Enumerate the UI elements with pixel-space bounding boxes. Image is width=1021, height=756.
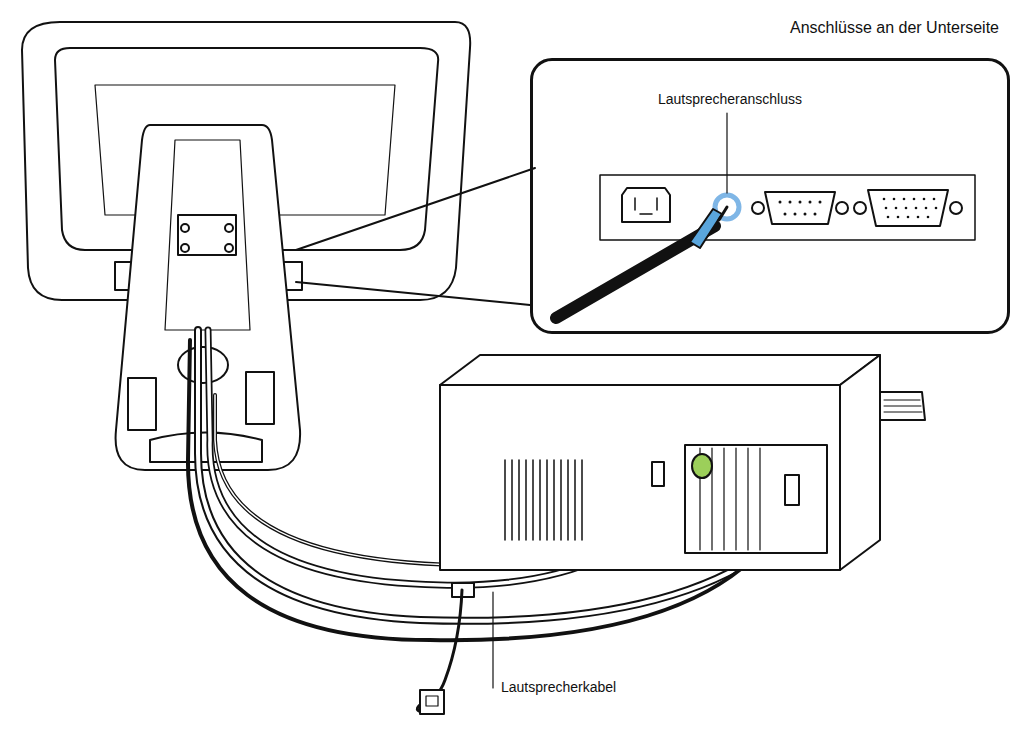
leader-line	[726, 113, 727, 193]
leader-line	[492, 592, 493, 688]
vga-port	[868, 190, 948, 226]
zoom-line	[296, 168, 535, 250]
inset-plug	[690, 209, 722, 248]
pc-top	[440, 355, 880, 385]
pc-side	[840, 355, 880, 570]
screw	[225, 244, 233, 252]
part-label: Lautsprecherkabel	[501, 679, 616, 695]
stand-neck	[165, 140, 250, 330]
screw	[836, 202, 848, 214]
screw	[181, 244, 189, 252]
inset-plug-tip	[719, 207, 727, 220]
screw	[752, 202, 764, 214]
stand-base	[150, 433, 262, 463]
cable-clip	[178, 347, 228, 383]
stand-foot	[128, 378, 156, 430]
part-label: Lautsprecheranschluss	[658, 91, 802, 107]
screw	[854, 202, 866, 214]
serial-port	[765, 192, 835, 224]
power-socket	[622, 188, 670, 222]
port	[652, 462, 664, 486]
port	[785, 475, 799, 505]
screw	[950, 202, 962, 214]
port-pins	[779, 198, 938, 219]
zoom-line	[296, 282, 530, 305]
stand-hinge	[178, 215, 236, 255]
expansion-area	[685, 445, 827, 553]
panel-heading: Anschlüsse an der Unterseite	[790, 19, 999, 37]
power-pins	[635, 198, 657, 214]
keyboard-keys	[884, 400, 922, 412]
keyboard	[880, 392, 925, 420]
green-plug	[692, 454, 712, 478]
connector-panel	[600, 175, 975, 240]
stand-foot	[246, 372, 274, 424]
wall-jack	[420, 690, 444, 714]
pc-rear	[440, 385, 840, 570]
inset-panel: Anschlüsse an der UnterseiteLautsprecher…	[530, 58, 1010, 334]
screw	[225, 224, 233, 232]
vent	[505, 460, 582, 540]
wall-jack-socket	[426, 696, 438, 706]
screw	[181, 224, 189, 232]
